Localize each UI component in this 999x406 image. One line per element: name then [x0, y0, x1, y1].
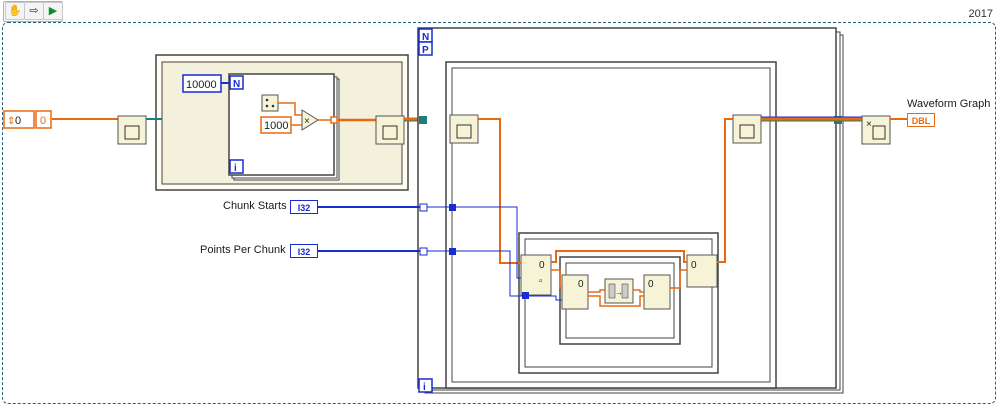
svg-text:i: i: [234, 163, 237, 174]
autoindex-tunnel: [330, 116, 338, 124]
numeric-indicator[interactable]: 0: [35, 110, 52, 129]
svg-text:N: N: [422, 32, 429, 43]
run-tool-icon[interactable]: ▶: [43, 2, 63, 20]
hand-tool-icon[interactable]: ✋: [5, 2, 25, 20]
points-per-chunk-label: Points Per Chunk: [200, 244, 286, 256]
svg-text:0: 0: [691, 260, 697, 271]
inner-iteration-terminal: [229, 159, 244, 174]
svg-text:P: P: [422, 45, 429, 56]
svg-text:1000: 1000: [264, 120, 288, 132]
diagram-toolbar: ✋ ⇨ ▶ 2017: [0, 0, 999, 24]
element-write-node[interactable]: 0: [643, 274, 671, 310]
chunk-starts-label: Chunk Starts: [223, 200, 287, 212]
element-read-node[interactable]: 0: [561, 274, 589, 310]
svg-text:N: N: [233, 79, 240, 90]
version-label: 2017: [968, 8, 993, 20]
svg-text:0: 0: [578, 279, 584, 290]
tunnel-chunk-starts: [419, 203, 428, 212]
inner-count-constant[interactable]: 10000: [182, 74, 222, 93]
chunk-starts-terminal[interactable]: I32: [290, 200, 318, 214]
unbundle-node[interactable]: [449, 114, 479, 144]
svg-text:⇕: ⇕: [7, 116, 15, 127]
block-diagram-frame: [2, 22, 996, 404]
tunnel-points-per-chunk: [419, 247, 428, 256]
init-random-node[interactable]: [117, 115, 147, 145]
numeric-control[interactable]: ⇕ 0: [3, 110, 35, 129]
random-number-icon[interactable]: [261, 94, 279, 112]
outer-iteration-terminal: [418, 378, 433, 393]
numeric-control-value: 0: [15, 115, 21, 127]
array-subset-node-right[interactable]: 0: [686, 254, 718, 288]
index-tunnel-2: [449, 248, 456, 255]
array-subset-node-left[interactable]: 0 ▫: [520, 254, 552, 296]
multiply-node[interactable]: ×: [301, 109, 319, 131]
svg-text:i: i: [423, 382, 426, 393]
svg-text:0: 0: [539, 260, 545, 271]
svg-text:×: ×: [866, 119, 872, 130]
waveform-graph-terminal[interactable]: DBL: [907, 113, 935, 127]
points-per-chunk-terminal[interactable]: I32: [290, 244, 318, 258]
build-waveform-node[interactable]: [375, 115, 405, 145]
svg-text:→: →: [615, 288, 623, 297]
waveform-graph-label: Waveform Graph: [907, 98, 991, 110]
svg-text:10000: 10000: [186, 79, 217, 91]
svg-text:0: 0: [648, 279, 654, 290]
index-tunnel-3: [522, 292, 529, 299]
bundle-node[interactable]: [732, 114, 762, 144]
tunnel-left: [419, 116, 427, 124]
multiplier-constant[interactable]: 1000: [260, 116, 292, 134]
sort-node[interactable]: →: [604, 278, 634, 304]
numeric-indicator-value: 0: [40, 115, 46, 127]
outer-parallel-terminal: [418, 41, 433, 56]
clear-waveform-node[interactable]: ×: [861, 115, 891, 145]
index-tunnel-1: [449, 204, 456, 211]
svg-text:×: ×: [304, 116, 310, 127]
svg-text:▫: ▫: [539, 276, 543, 287]
